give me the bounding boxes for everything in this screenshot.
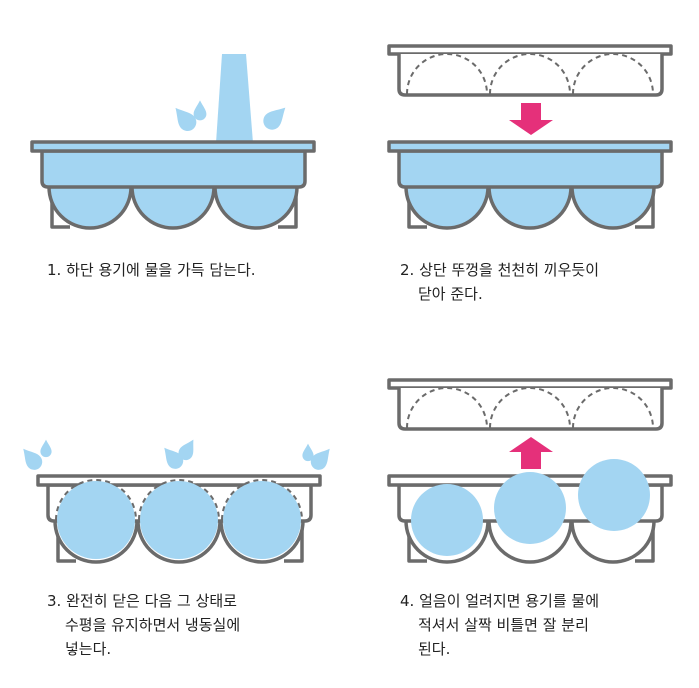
arrow-up-icon	[509, 437, 553, 469]
step-number: 1.	[47, 261, 62, 279]
water-drop-icon	[178, 439, 194, 461]
lid-body	[397, 388, 664, 431]
tray-cup	[404, 186, 490, 230]
water-drop-icon	[193, 100, 207, 121]
water-stream	[216, 54, 253, 143]
step-4-caption: 4. 얼음이 얼려지면 용기를 물에 적셔서 살짝 비틀면 잘 분리 된다.	[400, 589, 599, 661]
tray-cup	[487, 186, 573, 230]
lid-rim	[387, 378, 673, 390]
water-drop-icon	[310, 448, 330, 470]
lid-dashed-cavity	[406, 53, 488, 95]
tray-body	[397, 149, 664, 189]
step-1-caption: 1. 하단 용기에 물을 가득 담는다.	[47, 258, 256, 282]
step-3-caption: 3. 완전히 닫은 다음 그 상태로 수평을 유지하면서 냉동실에 넣는다.	[47, 589, 240, 661]
water-drop-icon	[40, 439, 52, 458]
water-drop-icon	[263, 107, 286, 130]
water-drop-icon	[302, 443, 314, 462]
step-number: 3.	[47, 592, 62, 610]
tray-rim	[387, 140, 673, 153]
step-text: 된다.	[418, 640, 451, 658]
tray-cup	[130, 186, 216, 230]
step-text: 완전히 닫은 다음 그 상태로	[66, 592, 237, 610]
lid-dashed-cavity	[55, 479, 137, 521]
step-number: 2.	[400, 261, 415, 279]
step-text: 넣는다.	[65, 640, 112, 658]
lid-dashed-cavity	[489, 53, 571, 95]
ice-ball	[223, 481, 301, 559]
lid-dashed-cavity	[572, 387, 654, 429]
ice-ball	[578, 459, 650, 531]
tray-cup	[570, 186, 656, 230]
water-drop-icon	[164, 447, 184, 469]
ice-ball	[411, 484, 483, 556]
tray-rim	[30, 140, 316, 153]
ice-tray-lid	[387, 44, 673, 97]
step-2-caption: 2. 상단 뚜껑을 천천히 끼우듯이 닫아 준다.	[400, 258, 599, 306]
tray-cup	[47, 186, 133, 230]
lid-dashed-cavity	[489, 387, 571, 429]
step-text: 닫아 준다.	[418, 285, 483, 303]
tray-cup	[570, 520, 656, 564]
tray-body	[40, 149, 307, 189]
ice-tray-base	[30, 140, 316, 230]
lid-rim	[387, 44, 673, 56]
step-text: 상단 뚜껑을 천천히 끼우듯이	[419, 261, 599, 279]
step-text: 하단 용기에 물을 가득 담는다.	[66, 261, 256, 279]
lid-body	[397, 54, 664, 97]
ice-ball	[57, 481, 135, 559]
water-drop-icon	[175, 107, 197, 131]
ice-tray-lid	[387, 378, 673, 431]
lid-dashed-cavity	[406, 387, 488, 429]
step-text: 적셔서 살짝 비틀면 잘 분리	[418, 616, 589, 634]
lid-dashed-cavity	[221, 479, 303, 521]
ice-tray-base	[387, 140, 673, 230]
lid-dashed-cavity	[572, 53, 654, 95]
step-text: 수평을 유지하면서 냉동실에	[65, 616, 241, 634]
water-drop-icon	[23, 448, 43, 470]
ice-ball	[140, 481, 218, 559]
tray-cup	[213, 186, 299, 230]
step-text: 얼음이 얼려지면 용기를 물에	[419, 592, 599, 610]
step-number: 4.	[400, 592, 415, 610]
arrow-down-icon	[509, 103, 553, 135]
ice-ball	[494, 472, 566, 544]
